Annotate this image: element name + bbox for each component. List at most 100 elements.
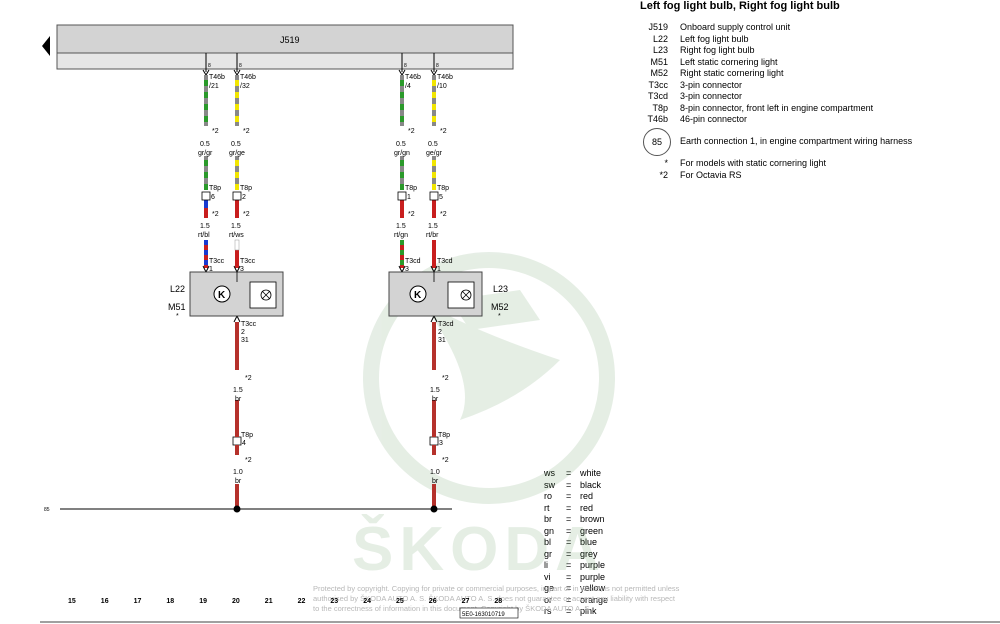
column-number: 23 [330,598,338,605]
legend-item-text: Left fog light bulb [680,33,749,44]
connector-label: T3cc [241,321,257,328]
wire-footnote: *2 [440,211,447,218]
right-fog-light-unit: K [388,271,483,317]
wire-size: 0.5 [396,141,406,148]
connector-label: T3cd [437,258,453,265]
color-code-eq: = [566,491,572,501]
connector-label: T46b [240,74,256,81]
color-code-item: vi=purple [544,572,608,584]
connector-pin: /21 [209,83,219,90]
earth-description: Earth connection 1, in engine compartmen… [680,136,913,146]
legend-item-text: Left static cornering light [680,56,778,67]
wire-footnote: *2 [408,128,415,135]
connector-label: T46b [405,74,421,81]
color-code-eq: = [566,560,572,570]
earth-number: 85 [643,128,671,156]
color-code-code: rs [544,606,552,616]
wire-footnote: *2 [408,211,415,218]
wire-size: 1.5 [233,387,243,394]
legend-item: L23 Right fog light bulb [640,45,873,57]
wire-footnote: *2 [245,375,252,382]
color-code-eq: = [566,548,572,559]
left-fog-light-unit: K [189,271,284,317]
color-code-eq: = [566,537,572,547]
color-code-code: li [544,560,548,570]
svg-text:K: K [218,290,226,301]
column-number: 20 [232,598,240,605]
note-item-text: For models with static cornering light [680,158,827,168]
legend-item-code: L23 [652,45,668,55]
legend-item-text: Onboard supply control unit [680,22,791,32]
note-item-code: *2 [659,170,668,180]
color-code-code: br [544,514,553,524]
wire-footnote: *2 [442,375,449,382]
connector-label: T3cc [240,258,256,265]
wire-size: 1.5 [200,223,210,230]
column-number: 22 [298,598,306,605]
earth-bus: 85 [44,505,452,513]
footnotes: * For models with static cornering light *… [640,157,826,181]
legend-item-text: Right fog light bulb [680,45,755,55]
connector-pin: 3 [405,266,409,273]
color-code-item: ws=white [544,468,608,480]
color-code-name: purple [580,571,606,582]
wire-color: gr/gn [394,150,410,157]
connector-pin: 1 [407,194,411,201]
legend-item: L22 Left fog light bulb [640,34,873,46]
wire-color: rt/br [426,232,439,239]
legend-item-code: T46b [647,114,668,124]
column-number: 15 [68,598,76,605]
color-code-eq: = [566,594,572,605]
color-code-item: or=orange [544,595,608,607]
connector-label: T8p [240,185,252,192]
fog-lamp-icon [213,285,231,303]
column-number: 19 [199,598,207,605]
connector-pin: 5 [439,194,443,201]
connector-label: T46b [437,74,453,81]
j519-unit: J519 [42,24,514,70]
pin-number: 8 [239,63,242,69]
connector-pin: 1 [437,266,441,273]
color-code-code: ro [544,491,553,501]
connector-label: T8p [241,432,253,439]
wire-2-lower [234,239,240,268]
wire-color: rt/bl [198,232,210,239]
color-code-eq: = [566,514,572,524]
wire-size: 1.0 [233,469,243,476]
earth-bus-label: 85 [44,507,50,513]
connector-label: T8p [437,185,449,192]
legend-item-text: 3-pin connector [680,79,743,90]
terminal-number: 31 [241,337,249,344]
note-item-code: * [664,158,668,168]
wire-color: br [235,396,242,403]
color-code-item: bl=blue [544,537,608,549]
wire-footnote: *2 [440,128,447,135]
wire-color: gr/ge [229,150,245,157]
column-number: 18 [166,598,174,605]
connector-label: T3cc [209,258,225,265]
connector-pin: 3 [439,440,443,447]
color-code-code: rt [544,502,550,513]
wire-footnote: *2 [243,211,250,218]
color-code-code: gn [544,525,555,536]
legend-item-code: L22 [652,33,668,44]
wire-size: 1.5 [231,223,241,230]
color-code-name: black [580,479,602,490]
connector-label: T46b [209,74,225,81]
wire-color: rt/ws [229,232,244,239]
color-code-item: gr=grey [544,549,608,561]
color-code-eq: = [566,583,572,593]
wire-footnote: *2 [243,128,250,135]
wire-size: 1.5 [430,387,440,394]
wire-size: 1.5 [428,223,438,230]
copyright-notice: Protected by copyright. Copying for priv… [313,584,680,613]
wire-size: 0.5 [200,141,210,148]
wire-color: rt/gn [394,232,408,239]
wire-footnote: *2 [245,457,252,464]
connector-pin: 4 [242,440,246,447]
